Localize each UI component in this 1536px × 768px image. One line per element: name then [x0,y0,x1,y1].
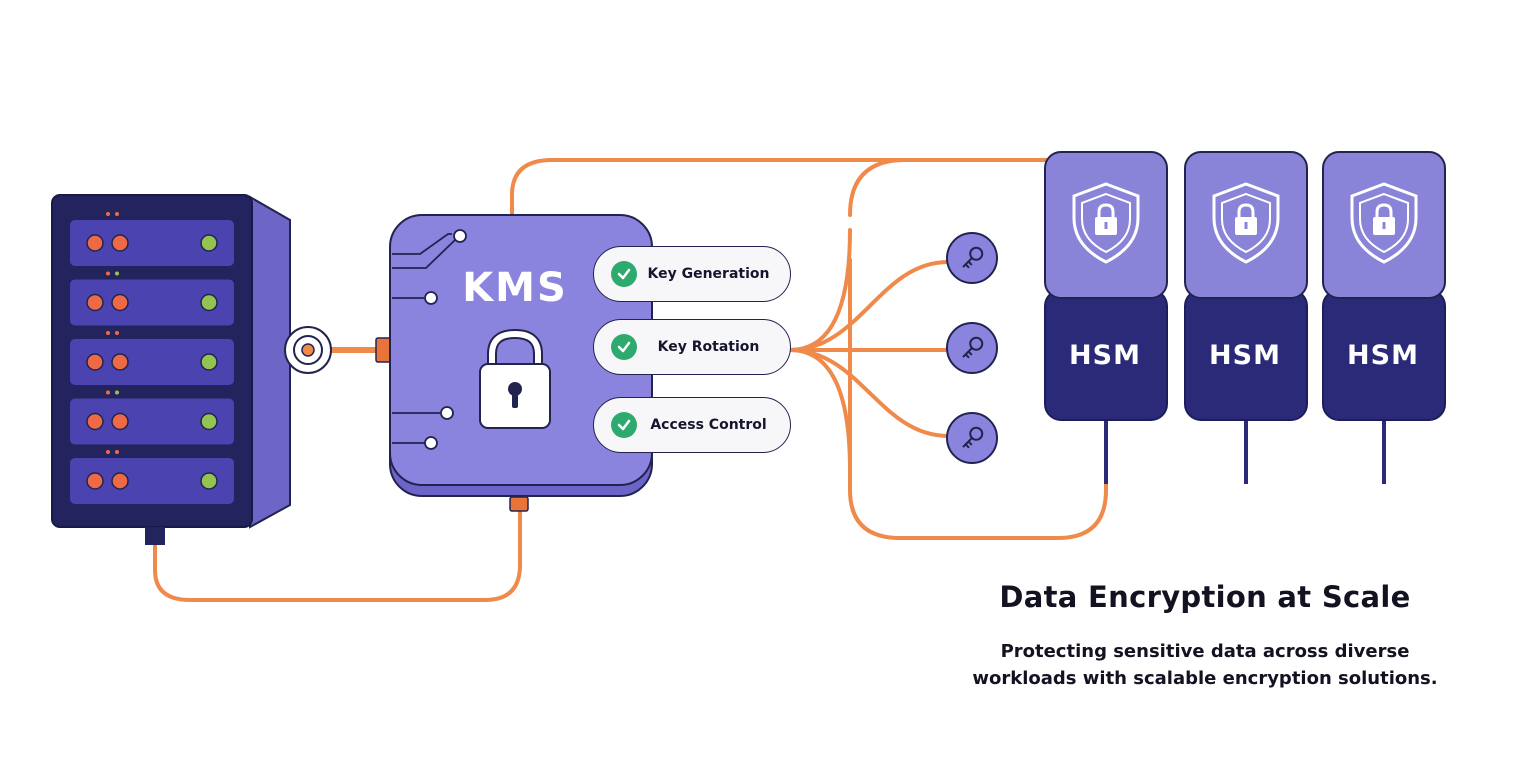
cable-kms-to-hsm-top [510,158,1052,217]
check-icon [611,261,637,287]
cable-fan-up [788,228,852,352]
server-unit-panel [70,339,234,385]
status-led-green [200,234,218,252]
cable-hub-top [848,158,907,217]
padlock-icon [479,328,551,429]
caption-subtitle-line: workloads with scalable encryption solut… [972,668,1438,689]
status-led-red [111,412,129,431]
status-led-green [200,353,218,371]
status-led-red [86,412,104,431]
shield-lock-icon [1072,182,1140,264]
cable-fan-down [788,348,852,472]
server-unit [70,271,234,326]
hsm-units [1044,151,1446,484]
server-unit-panel [70,398,234,445]
kms-title: KMS [462,265,568,311]
feature-key-rotation: Key Rotation [593,319,791,375]
server-unit [70,450,234,504]
caption-subtitle-line: Protecting sensitive data across diverse [1000,641,1410,662]
status-led-green [200,412,218,431]
server-units [70,212,234,504]
indicator-dot [115,271,119,276]
caption-subtitle: Protecting sensitive data across diverse… [950,638,1460,692]
hsm-unit [1322,151,1446,484]
status-led-red [111,293,129,312]
feature-access-control: Access Control [593,397,791,453]
key-icon [946,322,998,374]
kms-bottom-plug [509,496,529,512]
indicator-dot [106,212,110,216]
feature-label: Key Generation [647,266,770,282]
hsm-unit [1044,151,1168,484]
cable-server-to-kms-bottom [153,508,522,602]
server-unit [70,331,234,385]
indicator-dot [115,331,119,335]
indicator-dot [106,331,110,335]
shield-lock-icon [1212,182,1280,264]
keys [946,232,998,464]
indicator-dot [115,450,119,454]
connector-ring-icon [284,326,332,374]
check-icon [611,334,637,360]
status-led-red [86,472,104,490]
status-led-red [111,472,129,490]
status-led-red [86,293,104,312]
server-unit-panel [70,279,234,326]
cable-hub-loop [848,258,1108,540]
status-led-green [200,472,218,490]
server-unit [70,390,234,445]
shield-lock-icon [1350,182,1418,264]
hsm-label: HSM [1347,340,1419,371]
status-led-red [86,353,104,371]
status-led-red [86,234,104,252]
feature-label: Key Rotation [657,339,760,355]
key-icon [946,232,998,284]
status-led-red [111,353,129,371]
kms-box [389,214,653,497]
hsm-label: HSM [1069,340,1141,371]
indicator-dot [106,390,110,395]
server-unit-panel [70,220,234,266]
status-led-green [200,293,218,312]
hsm-unit [1184,151,1308,484]
indicator-dot [115,390,119,395]
hsm-label: HSM [1209,340,1281,371]
status-led-red [111,234,129,252]
indicator-dot [106,450,110,454]
caption-title: Data Encryption at Scale [999,580,1411,614]
cable-fan-key1 [788,260,950,352]
check-icon [611,412,637,438]
server-unit [70,212,234,266]
cable-fan-key3 [788,348,950,438]
server-unit-panel [70,458,234,504]
indicator-dot [106,271,110,276]
key-icon [946,412,998,464]
feature-key-generation: Key Generation [593,246,791,302]
feature-label: Access Control [650,417,767,433]
indicator-dot [115,212,119,216]
